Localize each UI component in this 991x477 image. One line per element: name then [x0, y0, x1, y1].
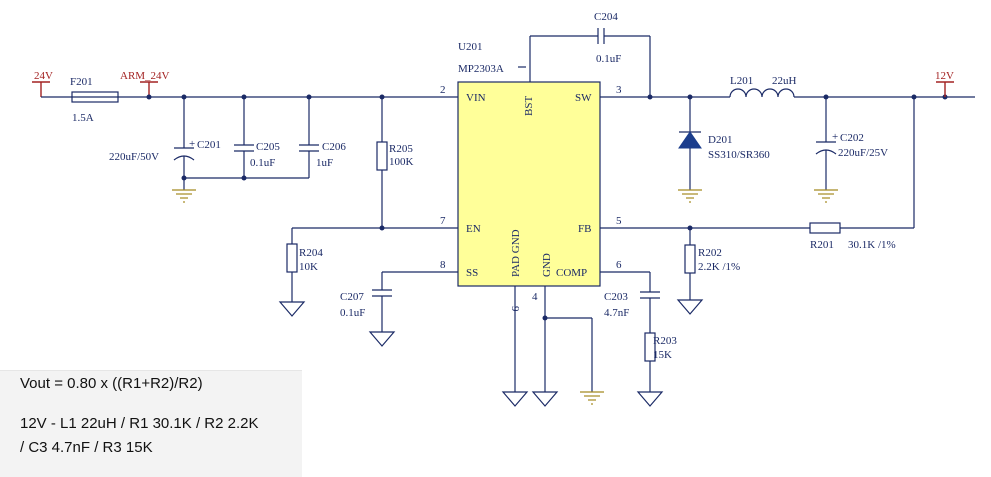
- resistor-r204: R204 10K: [286, 228, 323, 302]
- c206-ref: C206: [322, 141, 346, 153]
- r203-value: 15K: [653, 349, 672, 361]
- c202-ref: C202: [840, 132, 864, 144]
- power-label-arm-24v: ARM_24V: [120, 70, 170, 82]
- pin-name-sw: SW: [575, 92, 592, 104]
- ground-symbol: [278, 301, 306, 317]
- pin-num-gnd: 4: [532, 291, 538, 303]
- power-label-24v: 24V: [34, 70, 53, 82]
- c204-value: 0.1uF: [596, 53, 621, 65]
- r204-ref: R204: [299, 247, 323, 259]
- capacitor-c203: C203 4.7nF: [604, 272, 660, 333]
- r205-ref: R205: [389, 143, 413, 155]
- junction-dot: [241, 175, 247, 181]
- resistor-r205: R205 100K: [376, 97, 414, 228]
- ground-symbol: [501, 391, 529, 407]
- inductor-l201: L201 22uH: [729, 75, 797, 98]
- ic-ref: U201: [458, 41, 482, 53]
- pin-name-ss: SS: [466, 267, 478, 279]
- power-label-12v: 12V: [935, 70, 954, 82]
- c205-ref: C205: [256, 141, 280, 153]
- d201-ref: D201: [708, 134, 732, 146]
- ground-symbol: [676, 299, 704, 315]
- pin-num-ss: 8: [440, 259, 446, 271]
- ground-symbol: [368, 331, 396, 347]
- c201-ref: C201: [197, 139, 221, 151]
- pin-num-sw: 3: [616, 84, 622, 96]
- ground-symbol: [814, 189, 838, 203]
- r201-value: 30.1K /1%: [848, 239, 896, 251]
- ground-symbol: [678, 189, 702, 203]
- pin-num-comp: 6: [616, 259, 622, 271]
- f201-ref: F201: [70, 76, 93, 88]
- c207-ref: C207: [340, 291, 364, 303]
- pin-num-vin: 2: [440, 84, 446, 96]
- design-notes-box: Vout = 0.80 x ((R1+R2)/R2) 12V - L1 22uH…: [0, 370, 302, 477]
- junction-dot: [181, 175, 187, 181]
- ic-u201: U201 MP2303A VIN SW EN FB SS COMP BST PA…: [440, 41, 622, 312]
- fuse-f201: F201 1.5A: [70, 76, 119, 124]
- junction-dot: [647, 94, 653, 100]
- note-formula: Vout = 0.80 x ((R1+R2)/R2): [20, 375, 203, 392]
- ic-part: MP2303A: [458, 63, 504, 75]
- power-flag-12v: 12V: [935, 70, 954, 97]
- c202-polarity: +: [832, 131, 838, 143]
- c201-value: 220uF/50V: [109, 151, 159, 163]
- pin-name-comp: COMP: [556, 267, 587, 279]
- d201-value: SS310/SR360: [708, 149, 770, 161]
- power-flag-arm-24v: ARM_24V: [120, 70, 170, 97]
- pin-name-pad-gnd: PAD GND: [510, 229, 522, 277]
- resistor-r203: R203 15K: [644, 332, 677, 392]
- note-line2: 12V - L1 22uH / R1 30.1K / R2 2.2K: [20, 415, 259, 432]
- resistor-r202: R202 2.2K /1%: [684, 228, 740, 300]
- c205-value: 0.1uF: [250, 157, 275, 169]
- capacitor-c205: C205 0.1uF: [234, 97, 280, 178]
- pin-num-en: 7: [440, 215, 446, 227]
- ground-symbol: [636, 391, 664, 407]
- pin-name-en: EN: [466, 223, 481, 235]
- r205-value: 100K: [389, 156, 414, 168]
- capacitor-c206: C206 1uF: [299, 97, 346, 178]
- r202-ref: R202: [698, 247, 722, 259]
- c203-ref: C203: [604, 291, 628, 303]
- note-line3: / C3 4.7nF / R3 15K: [20, 439, 153, 456]
- pin-num-fb: 5: [616, 215, 622, 227]
- r202-value: 2.2K /1%: [698, 261, 740, 273]
- f201-value: 1.5A: [72, 112, 94, 124]
- pin-name-bst: BST: [523, 96, 535, 116]
- resistor-r201: R201 30.1K /1%: [809, 222, 914, 251]
- c201-polarity: +: [189, 138, 195, 150]
- ground-symbol: [172, 189, 196, 203]
- c202-value: 220uF/25V: [838, 147, 888, 159]
- power-flag-24v: 24V: [32, 70, 53, 97]
- r203-ref: R203: [653, 335, 677, 347]
- ground-symbol: [580, 391, 604, 405]
- l201-ref: L201: [730, 75, 753, 87]
- r204-value: 10K: [299, 261, 318, 273]
- diode-d201: D201 SS310/SR360: [678, 97, 770, 190]
- junction-dot: [146, 94, 152, 100]
- ground-symbol: [531, 391, 559, 407]
- pin-name-vin: VIN: [466, 92, 486, 104]
- c206-value: 1uF: [316, 157, 333, 169]
- c207-value: 0.1uF: [340, 307, 365, 319]
- capacitor-c202: + C202 220uF/25V: [815, 97, 888, 190]
- pin-name-gnd: GND: [541, 253, 553, 277]
- r201-ref: R201: [810, 239, 834, 251]
- pin-name-fb: FB: [578, 223, 591, 235]
- c204-ref: C204: [594, 11, 618, 23]
- c203-value: 4.7nF: [604, 307, 629, 319]
- l201-value: 22uH: [772, 75, 797, 87]
- capacitor-c207: C207 0.1uF: [340, 272, 392, 332]
- capacitor-c201: + C201 220uF/50V: [109, 97, 221, 190]
- capacitor-c204: C204 0.1uF: [529, 11, 651, 97]
